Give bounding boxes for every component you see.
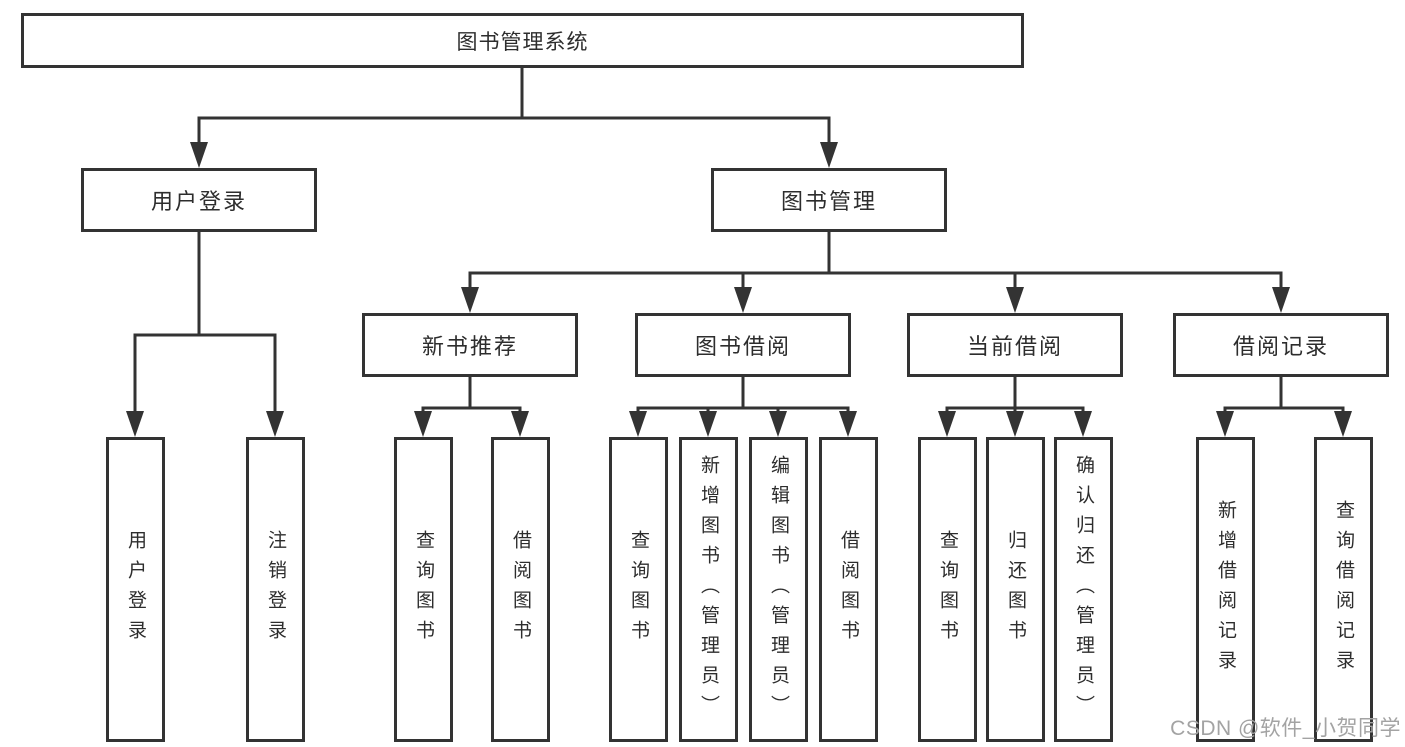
node-current-borrowing: 当前借阅 xyxy=(907,313,1123,377)
connector-current-borrowing-to-leaves xyxy=(938,375,1092,437)
connector-book-borrowing-to-leaves xyxy=(629,375,857,437)
leaf-user-login: 用户登录 xyxy=(106,437,165,742)
node-label: 当前借阅 xyxy=(966,334,1063,359)
leaf-current-confirm-return-admin: 确认归还（管理员） xyxy=(1054,437,1113,742)
node-label: 查询图书 xyxy=(628,529,649,650)
node-label: 归还图书 xyxy=(1005,529,1026,650)
connector-user-login-to-leaves xyxy=(126,230,284,437)
node-label: 新增图书（管理员） xyxy=(698,454,719,725)
node-label: 用户登录 xyxy=(150,189,247,214)
leaf-borrowing-borrow-books: 借阅图书 xyxy=(819,437,878,742)
leaf-current-query-books: 查询图书 xyxy=(918,437,977,742)
leaf-borrowing-query-books: 查询图书 xyxy=(609,437,668,742)
node-borrowing-records: 借阅记录 xyxy=(1173,313,1389,377)
node-root-system: 图书管理系统 xyxy=(21,13,1024,68)
leaf-borrowing-edit-books-admin: 编辑图书（管理员） xyxy=(749,437,808,742)
connector-borrowing-records-to-leaves xyxy=(1216,375,1352,437)
node-label: 新书推荐 xyxy=(421,334,518,359)
node-label: 用户登录 xyxy=(125,529,146,650)
node-label: 查询图书 xyxy=(937,529,958,650)
node-new-book-recommendation: 新书推荐 xyxy=(362,313,578,377)
node-label: 注销登录 xyxy=(265,529,286,650)
leaf-newbook-borrow-books: 借阅图书 xyxy=(491,437,550,742)
node-label: 查询借阅记录 xyxy=(1333,499,1354,680)
node-label: 查询图书 xyxy=(413,529,434,650)
node-user-login: 用户登录 xyxy=(81,168,317,232)
connector-new-book-to-leaves xyxy=(414,375,529,437)
node-label: 图书借阅 xyxy=(694,334,791,359)
connector-root-to-level2 xyxy=(190,66,838,168)
node-label: 新增借阅记录 xyxy=(1215,499,1236,680)
connector-book-management-to-level3 xyxy=(461,230,1290,313)
leaf-records-add-borrow-record: 新增借阅记录 xyxy=(1196,437,1255,742)
node-label: 确认归还（管理员） xyxy=(1073,454,1094,725)
node-book-borrowing: 图书借阅 xyxy=(635,313,851,377)
node-label: 图书管理系统 xyxy=(456,30,589,54)
node-label: 图书管理 xyxy=(780,189,877,214)
node-book-management: 图书管理 xyxy=(711,168,947,232)
leaf-logout: 注销登录 xyxy=(246,437,305,742)
node-label: 借阅图书 xyxy=(838,529,859,650)
leaf-current-return-books: 归还图书 xyxy=(986,437,1045,742)
node-label: 编辑图书（管理员） xyxy=(768,454,789,725)
leaf-newbook-query-books: 查询图书 xyxy=(394,437,453,742)
leaf-borrowing-add-books-admin: 新增图书（管理员） xyxy=(679,437,738,742)
node-label: 借阅图书 xyxy=(510,529,531,650)
csdn-watermark: CSDN @软件_小贺同学 xyxy=(1170,717,1401,740)
leaf-records-query-borrow-record: 查询借阅记录 xyxy=(1314,437,1373,742)
node-label: 借阅记录 xyxy=(1232,334,1329,359)
